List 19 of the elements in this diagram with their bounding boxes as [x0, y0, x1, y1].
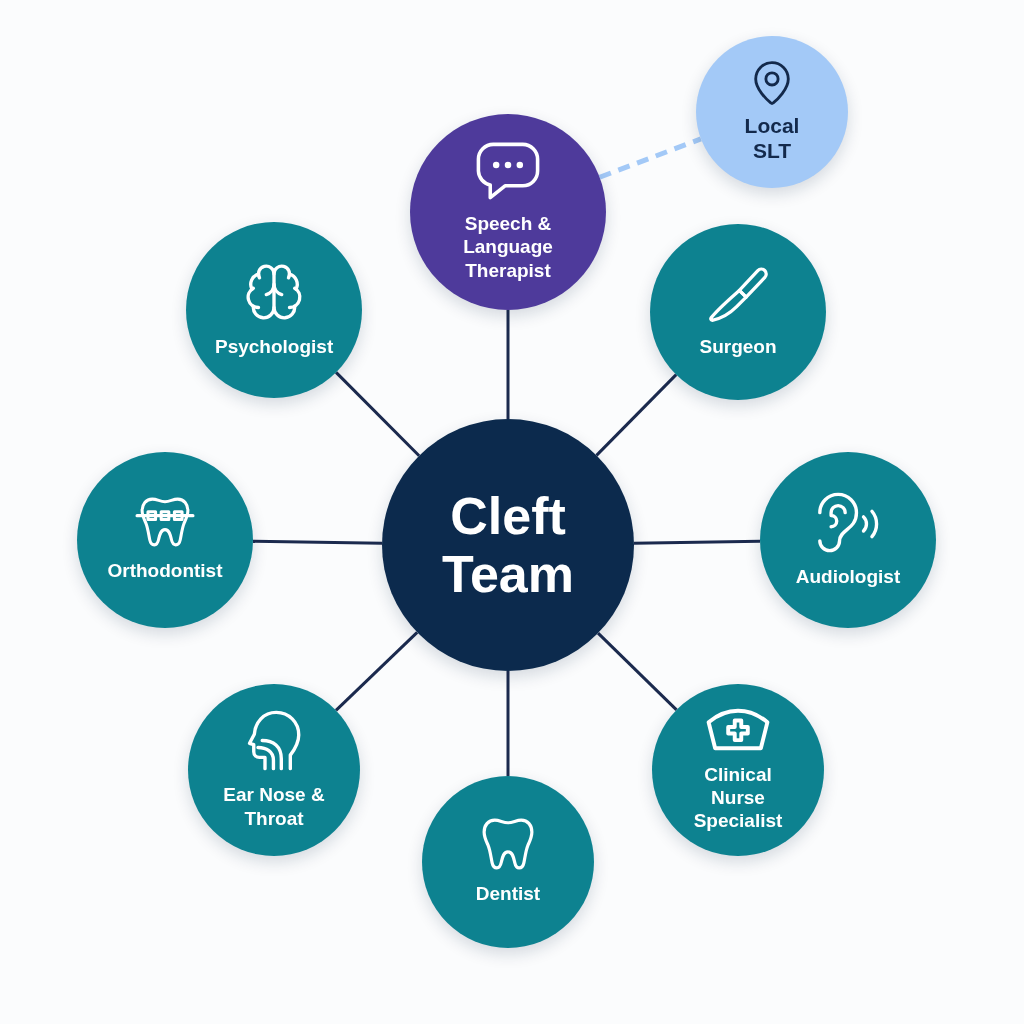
node-label: Psychologist	[215, 335, 333, 359]
node-label: Ear Nose & Throat	[222, 783, 326, 830]
node-label: Speech & Language Therapist	[462, 212, 554, 282]
connector-line	[335, 371, 421, 457]
node-label: Orthodontist	[106, 559, 224, 583]
node-label: Audiologist	[794, 564, 902, 589]
dashed-connector	[598, 136, 702, 180]
node-label: Local SLT	[743, 112, 801, 164]
node-label: Surgeon	[698, 334, 778, 359]
connector-line	[252, 539, 383, 545]
connector-line	[506, 310, 510, 419]
node-label: Cleft Team	[441, 486, 575, 604]
node-label: Dentist	[474, 882, 542, 906]
connector-line	[595, 373, 678, 457]
node-label: Clinical Nurse Specialist	[692, 762, 784, 833]
connector-line	[334, 631, 419, 712]
connector-line	[506, 671, 510, 776]
connector-line	[633, 539, 761, 545]
connector-line	[597, 632, 678, 711]
